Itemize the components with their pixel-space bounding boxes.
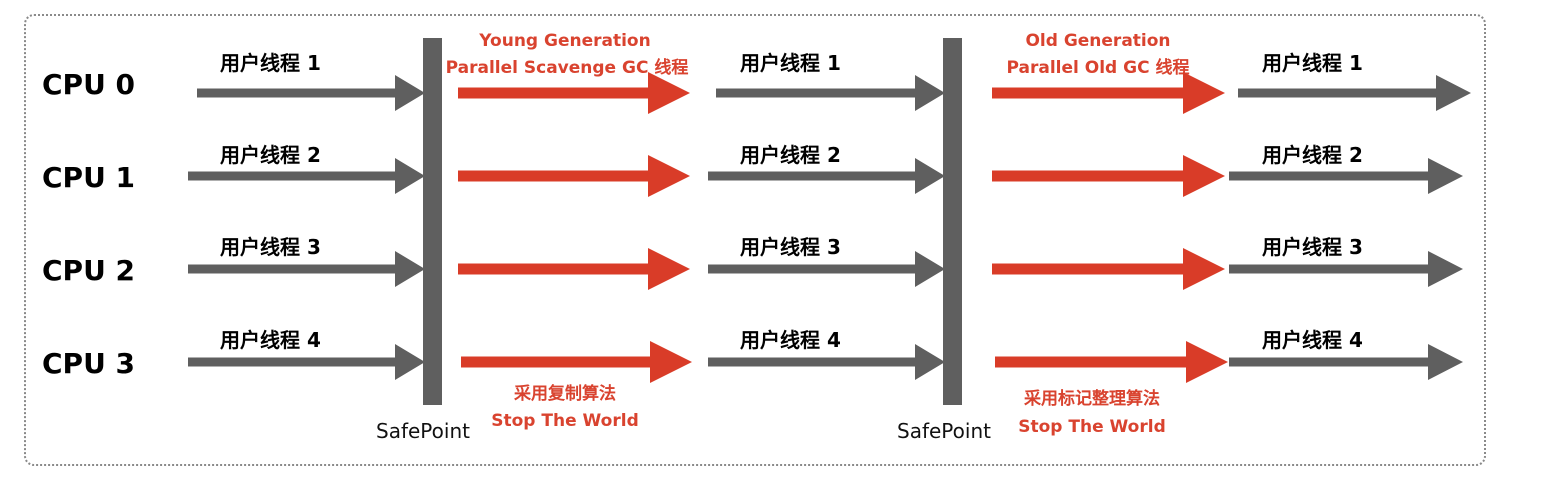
young-gc-arrow-3 bbox=[458, 248, 690, 290]
cpu-label-0: CPU 0 bbox=[42, 68, 135, 101]
young-gc-arrow-1 bbox=[458, 72, 690, 114]
old-gen-collector: Parallel Old GC 线程 bbox=[1007, 57, 1190, 78]
cpu-label-3: CPU 3 bbox=[42, 347, 135, 380]
thread-label-s2-2: 用户线程 2 bbox=[740, 143, 841, 167]
thread-arrow-s2-1 bbox=[716, 75, 945, 111]
thread-label-s2-3: 用户线程 3 bbox=[740, 235, 841, 259]
safepoint-bar-1 bbox=[423, 38, 442, 405]
thread-label-s2-1: 用户线程 1 bbox=[740, 51, 841, 75]
safepoint-label-2: SafePoint bbox=[897, 419, 991, 443]
safepoint-label-1: SafePoint bbox=[376, 419, 470, 443]
thread-arrow-s3-4 bbox=[1229, 344, 1463, 380]
thread-arrow-s2-3 bbox=[708, 251, 945, 287]
young-gc-arrow-2 bbox=[458, 155, 690, 197]
young-gen-algorithm: 采用复制算法 bbox=[513, 383, 616, 404]
cpu-label-1: CPU 1 bbox=[42, 161, 135, 194]
thread-label-s3-1: 用户线程 1 bbox=[1262, 51, 1363, 75]
thread-arrow-s1-2 bbox=[188, 158, 425, 194]
thread-arrow-s3-3 bbox=[1229, 251, 1463, 287]
old-gc-arrow-2 bbox=[992, 155, 1225, 197]
old-gc-arrow-1 bbox=[992, 72, 1225, 114]
thread-arrow-s1-3 bbox=[188, 251, 425, 287]
thread-arrow-s1-1 bbox=[197, 75, 425, 111]
thread-label-s2-4: 用户线程 4 bbox=[740, 328, 841, 352]
old-gen-stw: Stop The World bbox=[1018, 417, 1166, 437]
old-gen-title: Old Generation bbox=[1025, 31, 1170, 51]
young-gc-arrow-4 bbox=[461, 341, 692, 383]
young-gen-title: Young Generation bbox=[478, 31, 650, 51]
old-gen-algorithm: 采用标记整理算法 bbox=[1023, 388, 1160, 409]
thread-label-s3-3: 用户线程 3 bbox=[1262, 235, 1363, 259]
thread-label-s1-4: 用户线程 4 bbox=[220, 328, 321, 352]
thread-arrow-s2-4 bbox=[708, 344, 945, 380]
old-gc-arrow-3 bbox=[992, 248, 1225, 290]
thread-arrow-s1-4 bbox=[188, 344, 425, 380]
old-gc-arrow-4 bbox=[995, 341, 1228, 383]
thread-arrow-s3-2 bbox=[1229, 158, 1463, 194]
thread-arrow-s2-2 bbox=[708, 158, 945, 194]
cpu-label-2: CPU 2 bbox=[42, 254, 135, 287]
thread-label-s1-2: 用户线程 2 bbox=[220, 143, 321, 167]
thread-arrow-s3-1 bbox=[1238, 75, 1471, 111]
diagram-frame bbox=[24, 14, 1486, 466]
young-gen-collector: Parallel Scavenge GC 线程 bbox=[446, 57, 689, 78]
thread-label-s3-4: 用户线程 4 bbox=[1262, 328, 1363, 352]
thread-label-s1-1: 用户线程 1 bbox=[220, 51, 321, 75]
thread-label-s1-3: 用户线程 3 bbox=[220, 235, 321, 259]
young-gen-stw: Stop The World bbox=[491, 411, 639, 431]
safepoint-bar-2 bbox=[943, 38, 962, 405]
thread-label-s3-2: 用户线程 2 bbox=[1262, 143, 1363, 167]
